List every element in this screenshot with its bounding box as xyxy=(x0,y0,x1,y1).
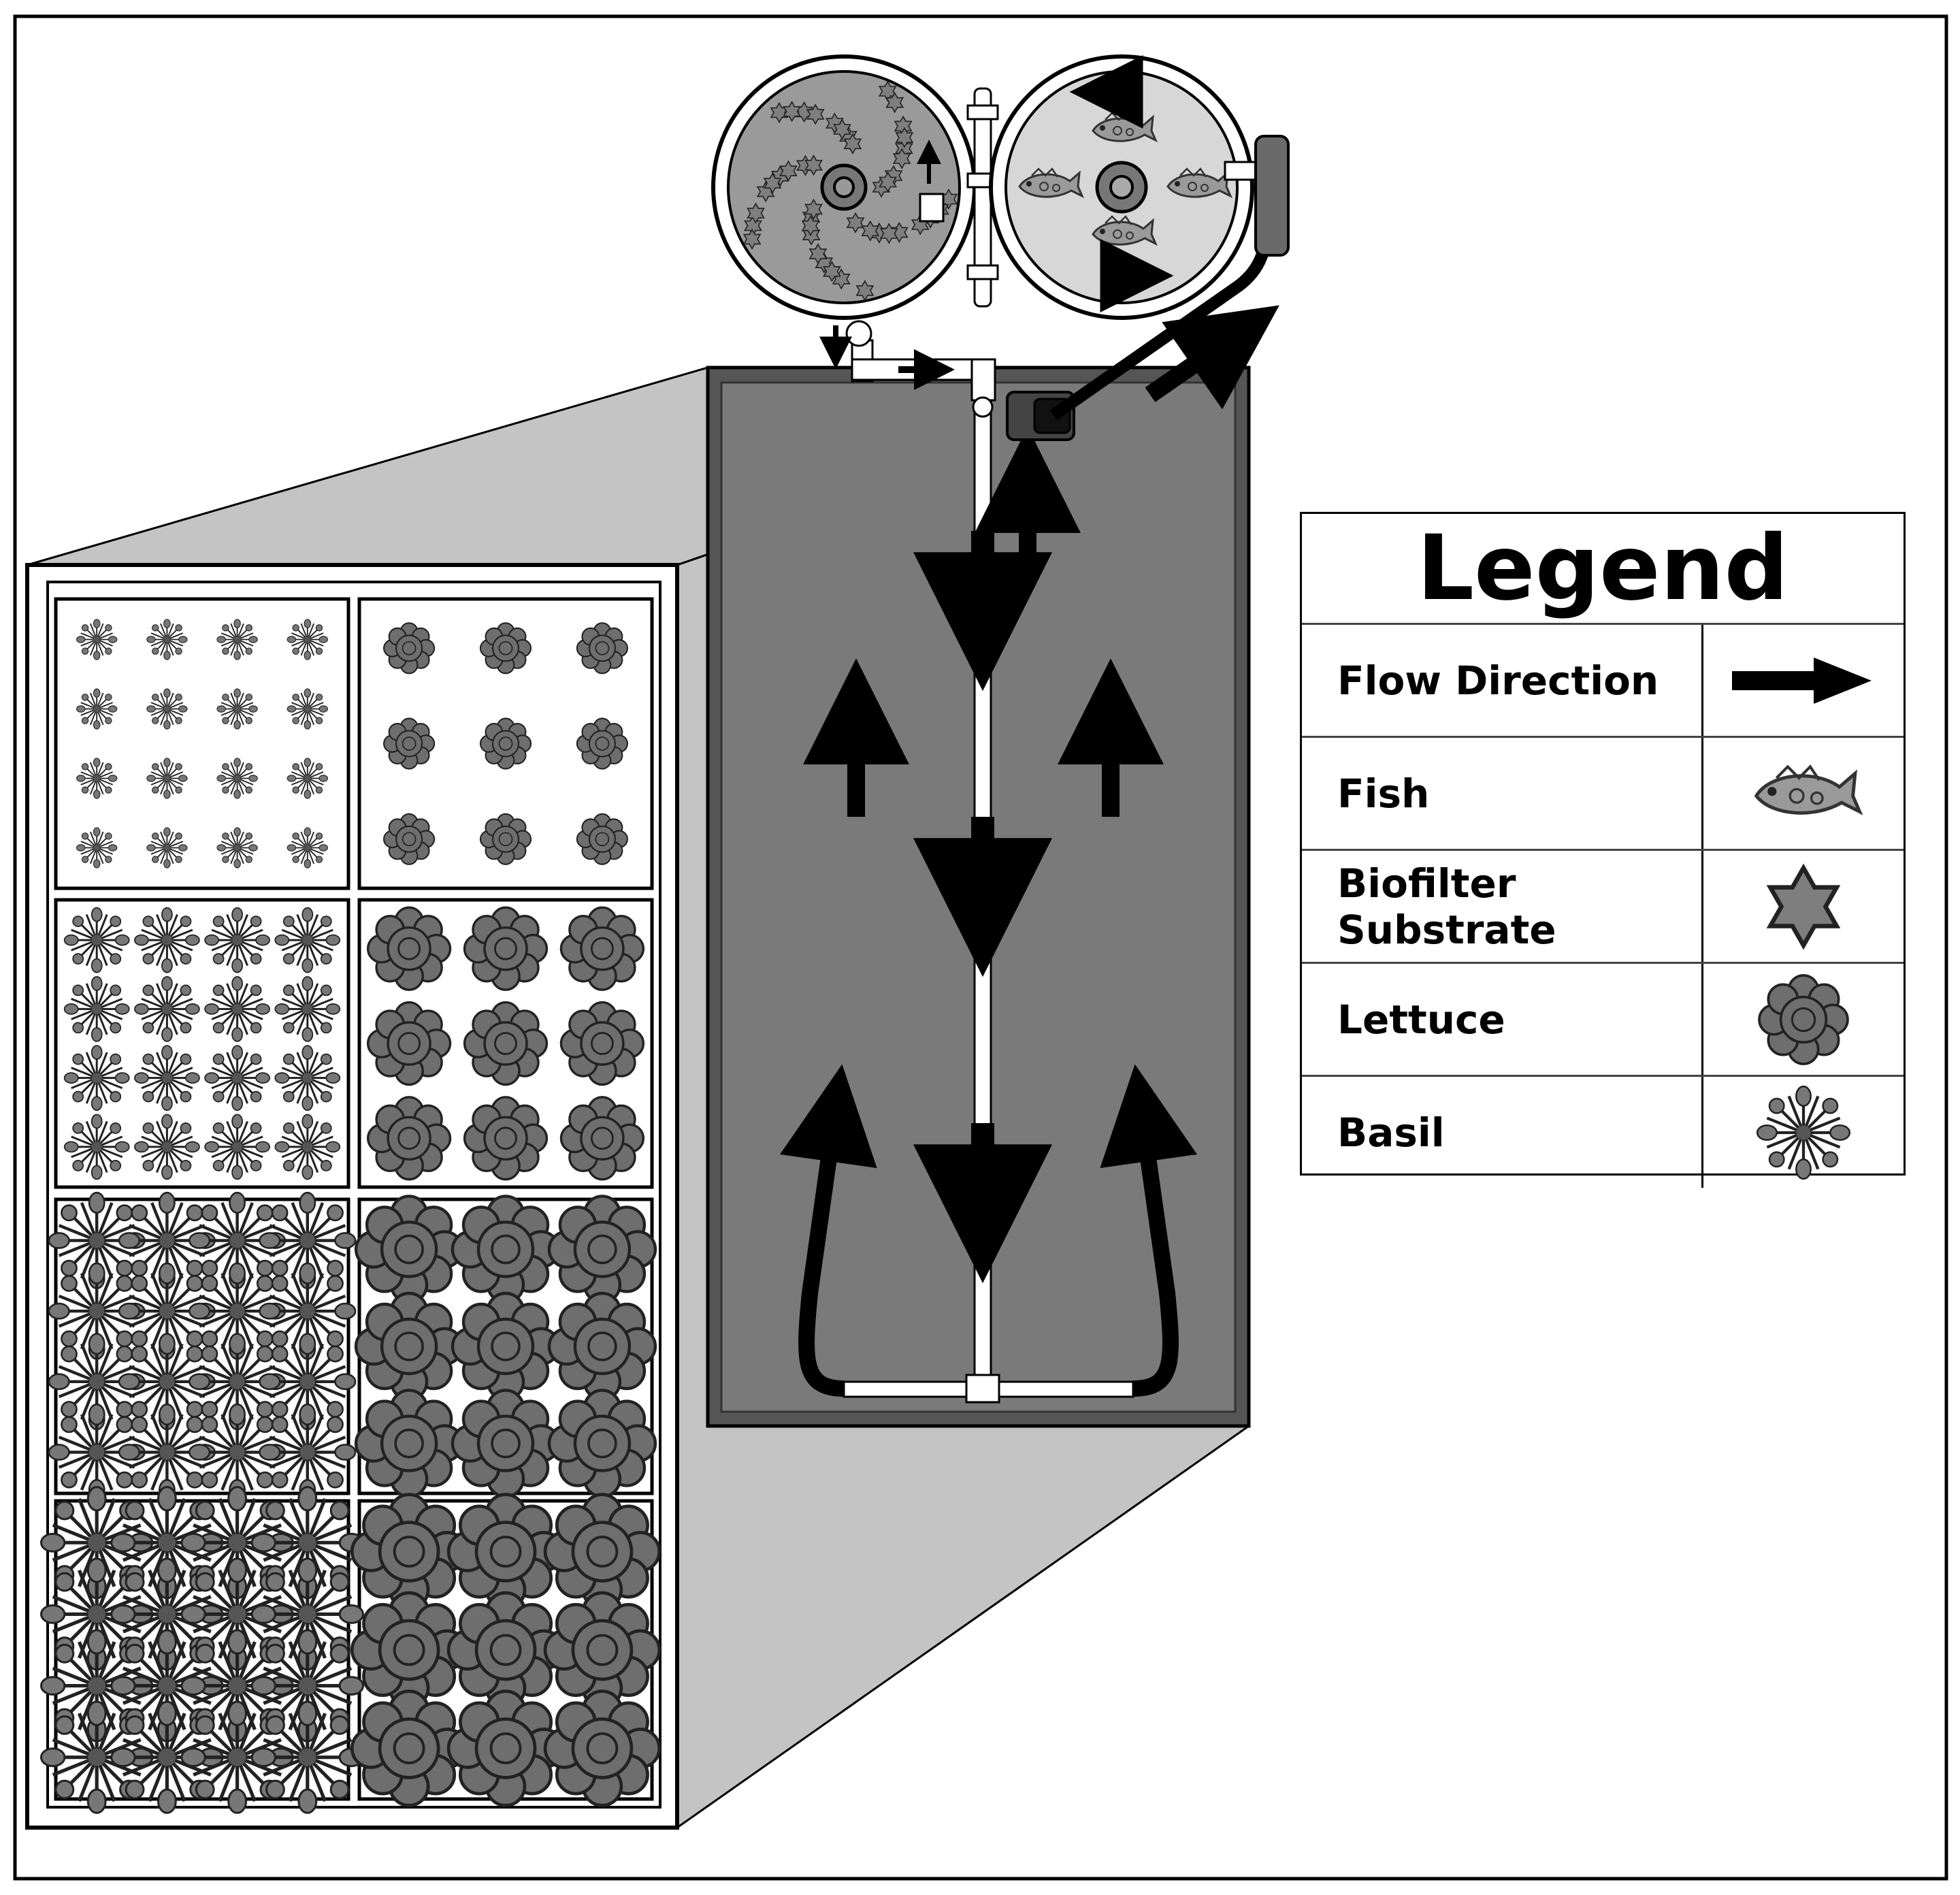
basil-icon xyxy=(76,687,118,730)
manifold-joint xyxy=(965,1374,1000,1404)
basil-icon xyxy=(76,757,118,800)
lettuce-icon xyxy=(549,1293,655,1399)
basil-icon xyxy=(146,687,188,730)
lettuce-icon xyxy=(383,717,436,770)
lettuce-icon xyxy=(366,906,452,991)
lettuce-icon xyxy=(1758,973,1849,1065)
star-icon xyxy=(1759,862,1848,951)
legend-label-biofilter: Biofilter Substrate xyxy=(1302,851,1703,962)
flow-arrow-curve-left xyxy=(779,1064,877,1397)
basil-icon xyxy=(63,1113,131,1180)
basil-icon xyxy=(216,757,259,800)
legend-title: Legend xyxy=(1302,514,1904,625)
lettuce-icon xyxy=(383,813,436,865)
lettuce-icon xyxy=(479,813,532,865)
lettuce-icon xyxy=(366,1001,452,1086)
arrow-icon xyxy=(1732,657,1872,704)
basil-icon xyxy=(63,907,131,974)
basil-icon xyxy=(216,618,259,661)
lettuce-icon xyxy=(383,622,436,675)
lettuce-icon xyxy=(453,1293,559,1399)
fish-icon xyxy=(1732,753,1875,835)
lettuce-icon xyxy=(576,717,628,770)
lettuce-icon xyxy=(559,1001,645,1086)
lettuce-icon xyxy=(559,906,645,991)
flow-arrow-return xyxy=(1145,305,1279,410)
basil-icon xyxy=(274,907,341,974)
legend-row-fish: Fish xyxy=(1302,738,1904,851)
basil-icon xyxy=(133,1113,201,1180)
basil-icon xyxy=(203,1044,271,1112)
lettuce-icon xyxy=(559,1096,645,1181)
lettuce-icon xyxy=(356,1293,462,1399)
basil-icon xyxy=(203,907,271,974)
basil-icon xyxy=(252,1702,363,1813)
basil-icon xyxy=(63,1044,131,1112)
basil-icon xyxy=(274,975,341,1043)
basil-icon xyxy=(287,618,329,661)
basil-icon xyxy=(203,1113,271,1180)
lettuce-icon xyxy=(479,717,532,770)
lettuce-icon xyxy=(576,813,628,865)
legend-row-biofilter: Biofilter Substrate xyxy=(1302,851,1904,964)
basil-icon xyxy=(287,757,329,800)
basil-icon xyxy=(63,975,131,1043)
legend: Legend Flow Direction Fish Biofilter Sub… xyxy=(1300,512,1906,1188)
legend-row-flow: Flow Direction xyxy=(1302,625,1904,738)
basil-icon xyxy=(274,1044,341,1112)
fish-tank xyxy=(989,54,1290,320)
basil-icon xyxy=(146,618,188,661)
lettuce-icon xyxy=(463,1096,549,1181)
legend-label-lettuce: Lettuce xyxy=(1302,964,1703,1075)
lettuce-icon xyxy=(453,1196,559,1302)
basil-icon xyxy=(76,618,118,661)
lettuce-icon xyxy=(463,906,549,991)
figure-frame xyxy=(13,14,1948,1881)
basil-icon xyxy=(203,975,271,1043)
lettuce-icon xyxy=(479,622,532,675)
basil-icon xyxy=(133,1044,201,1112)
lettuce-icon xyxy=(453,1391,559,1497)
lettuce-icon xyxy=(549,1391,655,1497)
lettuce-icon xyxy=(356,1196,462,1302)
raft-board-inner xyxy=(46,581,662,1809)
legend-row-basil: Basil xyxy=(1302,1077,1904,1188)
basil-icon xyxy=(216,826,259,869)
basil-icon xyxy=(146,757,188,800)
tank-flow-arrows xyxy=(779,427,1198,1397)
lettuce-icon xyxy=(576,622,628,675)
basil-icon xyxy=(133,907,201,974)
basil-icon xyxy=(274,1113,341,1180)
flow-arrow-curve-right xyxy=(1100,1064,1198,1397)
lettuce-icon xyxy=(549,1196,655,1302)
basil-icon xyxy=(260,1404,356,1500)
basil-icon xyxy=(146,826,188,869)
basil-icon xyxy=(133,975,201,1043)
basil-icon xyxy=(76,826,118,869)
biofilter-tank xyxy=(711,54,977,320)
legend-label-flow: Flow Direction xyxy=(1302,625,1703,736)
basil-icon xyxy=(216,687,259,730)
legend-row-lettuce: Lettuce xyxy=(1302,964,1904,1077)
lettuce-icon xyxy=(545,1691,659,1806)
lettuce-icon xyxy=(463,1001,549,1086)
legend-label-fish: Fish xyxy=(1302,738,1703,849)
lettuce-icon xyxy=(366,1096,452,1181)
lettuce-icon xyxy=(356,1391,462,1497)
legend-label-basil: Basil xyxy=(1302,1077,1703,1188)
basil-icon xyxy=(287,826,329,869)
basil-icon xyxy=(1752,1082,1855,1184)
basil-icon xyxy=(287,687,329,730)
